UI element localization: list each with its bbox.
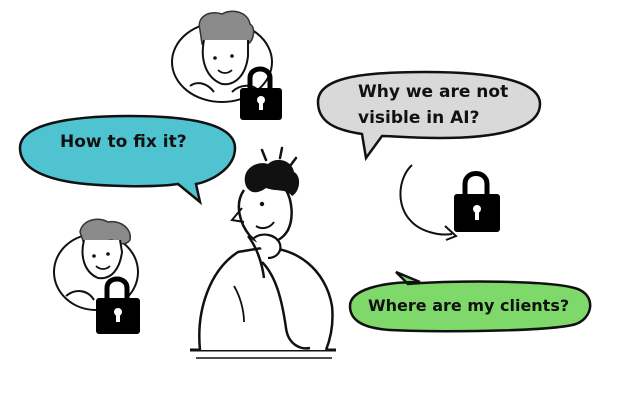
avatar-bottom-left	[53, 218, 139, 311]
thinking-person	[190, 146, 336, 359]
speech-bubble-how-to-fix	[18, 114, 237, 206]
bubble-text-how-to-fix: How to fix it?	[60, 132, 187, 152]
bubble-text-clients: Where are my clients?	[368, 296, 570, 315]
lock-icon	[240, 66, 282, 120]
avatar-top	[171, 10, 273, 103]
bubble-text-not-visible-line1: Why we are not	[358, 82, 509, 102]
empty-bubble-outline	[399, 164, 458, 241]
lock-icon	[454, 171, 500, 232]
bubble-text-not-visible-line2: visible in AI?	[358, 108, 480, 128]
speech-bubble-not-visible	[316, 70, 542, 162]
speech-bubble-clients	[348, 270, 592, 333]
lock-icon	[96, 276, 140, 334]
